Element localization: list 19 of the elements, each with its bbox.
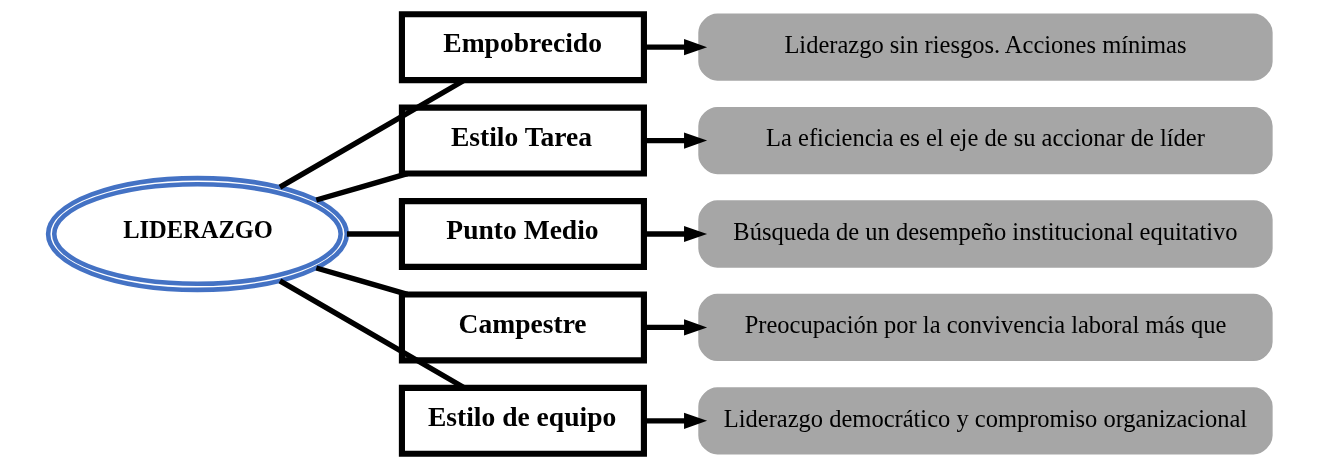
arrow bbox=[644, 412, 708, 429]
connector bbox=[315, 171, 409, 203]
connector bbox=[346, 231, 402, 237]
node-box: Liderazgo democrático y compromiso organizacional bbox=[698, 387, 1273, 455]
arrow bbox=[644, 225, 708, 243]
arrow bbox=[644, 319, 708, 336]
connector bbox=[315, 265, 409, 297]
node-box: Estilo Tarea bbox=[398, 104, 647, 177]
node-box: Liderazgo sin riesgos. Acciones mínimas bbox=[698, 13, 1273, 81]
node-box: Empobrecido bbox=[398, 11, 647, 84]
arrow bbox=[644, 132, 708, 149]
node-box: Búsqueda de un desempeño institucional equitativo bbox=[698, 200, 1273, 268]
node-box: Preocupación por la convivencia laboral más que bbox=[698, 293, 1273, 362]
node-box: La eficiencia es el eje de su accionar de líder bbox=[698, 106, 1273, 175]
node-box: Campestre bbox=[398, 291, 647, 364]
node-box: Punto Medio bbox=[398, 198, 647, 270]
node-box: Estilo de equipo bbox=[398, 384, 647, 457]
arrow bbox=[644, 39, 708, 56]
node-ellipse: LIDERAZGO bbox=[45, 175, 350, 293]
